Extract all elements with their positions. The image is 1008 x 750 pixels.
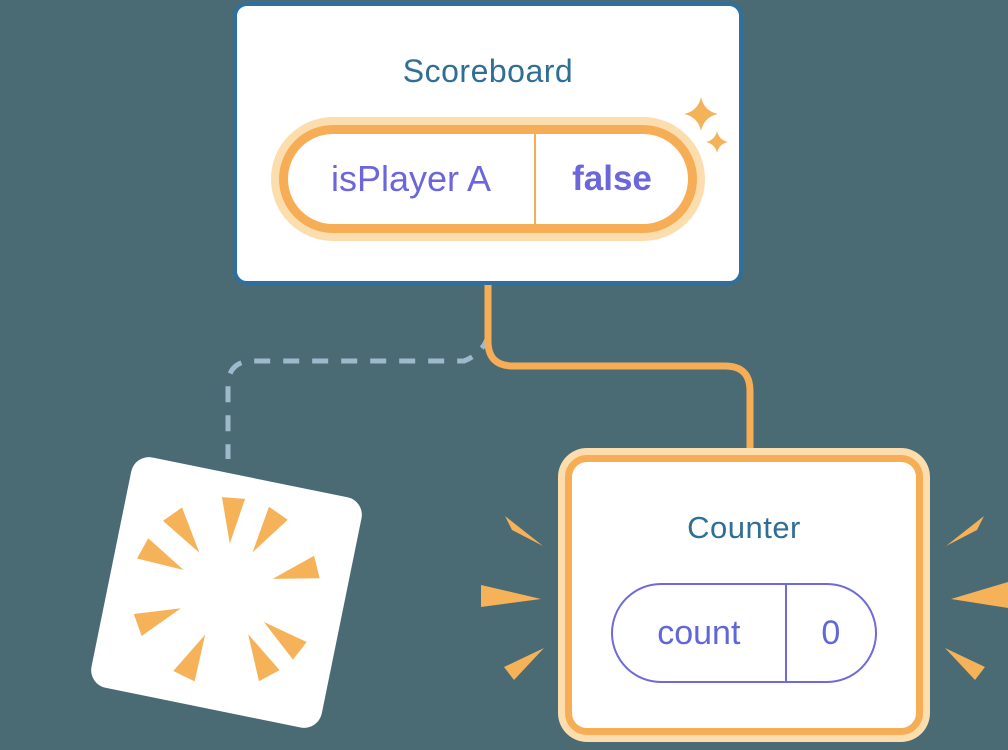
counter-card: Counter count 0 <box>565 455 923 735</box>
state-key-label: isPlayer A <box>288 134 536 224</box>
solid-connector-line <box>484 283 754 462</box>
scoreboard-title: Scoreboard <box>402 53 574 89</box>
destroyed-component-card <box>87 453 366 732</box>
state-key-label: count <box>613 585 787 681</box>
state-value-label: false <box>572 159 652 198</box>
scoreboard-state-pill: isPlayer A false <box>279 125 697 233</box>
emphasis-burst-left-icon <box>481 516 544 680</box>
scoreboard-card: Scoreboard isPlayer A false <box>233 2 743 285</box>
counter-title: Counter <box>687 510 801 545</box>
state-value-label: 0 <box>821 613 841 652</box>
dashed-connector-line <box>225 333 492 459</box>
counter-state-pill: count 0 <box>611 583 877 683</box>
poof-burst-icon <box>133 497 320 682</box>
emphasis-burst-right-icon <box>945 516 1008 680</box>
